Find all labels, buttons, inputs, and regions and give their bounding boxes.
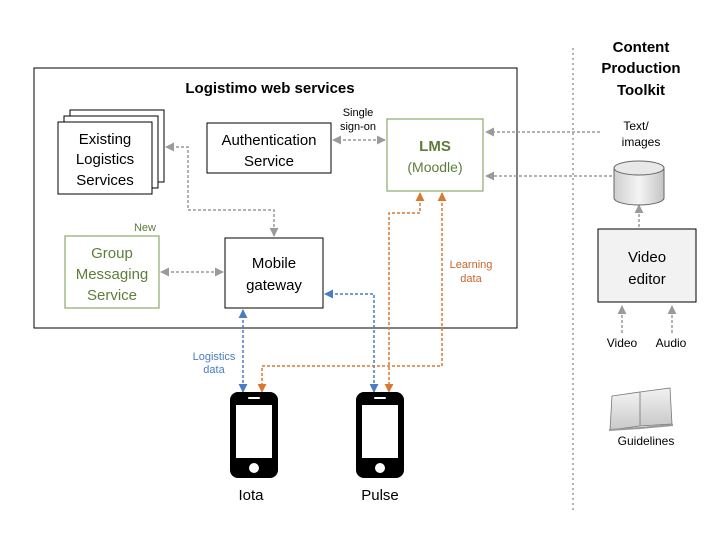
lms-title: LMS [419,138,451,155]
mobile-gateway-box: Mobile gateway [224,237,324,309]
pulse-label: Pulse [361,487,399,504]
video-editor-box: Video editor [597,228,697,303]
video-editor-line-2: editor [628,271,666,288]
arrow-existing-gateway [165,142,279,237]
single-sign-on-line-2: sign-on [340,121,376,133]
toolkit-title-line-3: Toolkit [617,82,665,99]
learning-data-line-1: Learning [450,259,493,271]
arrow-lms-iota [257,192,447,393]
authentication-service-box: Authentication Service [206,122,332,174]
authentication-line-2: Service [244,153,294,170]
storage-cylinder-icon [613,160,665,206]
text-images-line-2: images [622,135,661,149]
existing-logistics-line-2: Logistics [76,151,134,168]
iota-label: Iota [238,487,264,504]
guidelines-book-icon [608,387,674,431]
toolkit-title-line-2: Production [601,60,680,77]
logistics-data-connectors [238,289,379,393]
logistics-data-line-2: data [203,364,225,376]
guidelines-label: Guidelines [618,434,675,448]
iota-phone-icon [230,392,278,478]
group-messaging-line-2: Messaging [76,266,149,283]
web-services-title: Logistimo web services [185,80,354,97]
gray-connectors [160,127,677,333]
text-images-line-1: Text/ [623,119,649,133]
lms-box: LMS (Moodle) [386,118,484,192]
existing-logistics-line-3: Services [76,172,134,189]
learning-data-line-2: data [460,273,482,285]
existing-logistics-line-1: Existing [79,131,132,148]
authentication-line-1: Authentication [221,132,316,149]
group-messaging-line-3: Service [87,287,137,304]
group-messaging-line-1: Group [91,245,133,262]
arrow-lms-pulse [384,192,425,393]
logistics-data-line-1: Logistics [193,351,236,363]
lms-subtitle: (Moodle) [407,159,462,175]
arrow-gateway-pulse [324,289,379,393]
existing-logistics-services-box: Existing Logistics Services [57,109,165,195]
pulse-phone-icon [356,392,404,478]
audio-label: Audio [656,336,687,350]
video-label: Video [607,336,638,350]
mobile-gateway-line-1: Mobile [252,255,296,272]
new-label: New [134,222,156,234]
toolkit-title-line-1: Content [613,39,670,56]
mobile-gateway-line-2: gateway [246,277,302,294]
learning-data-connectors [257,192,447,393]
single-sign-on-line-1: Single [343,107,374,119]
group-messaging-service-box: Group Messaging Service [64,235,160,309]
video-editor-line-1: Video [628,249,666,266]
